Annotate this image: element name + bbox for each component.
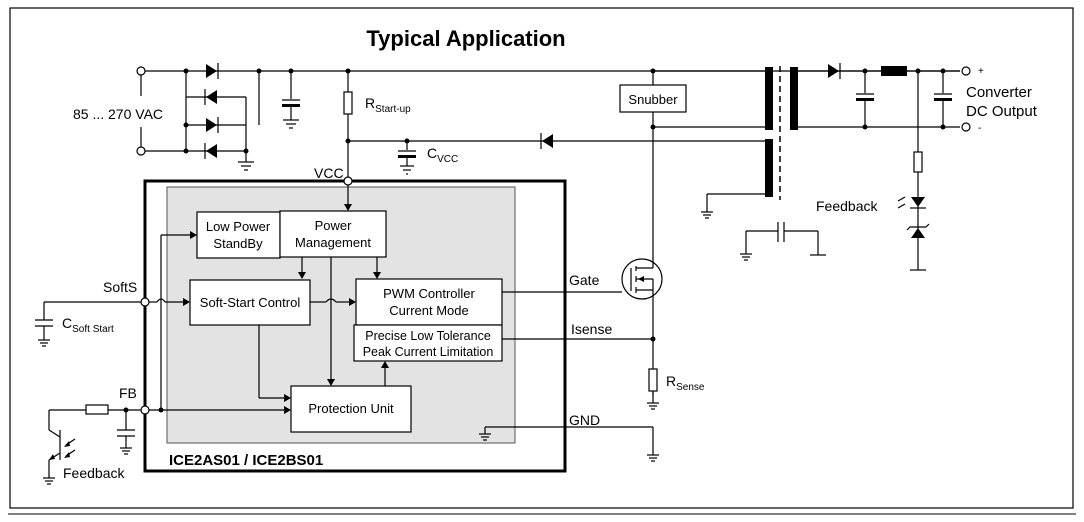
svg-text:CSoft Start: CSoft Start	[62, 315, 114, 335]
snubber: Snubber	[619, 68, 687, 257]
block-peak-current-limitation: Precise Low Tolerance Peak Current Limit…	[353, 324, 503, 362]
svg-text:Peak Current Limitation: Peak Current Limitation	[363, 345, 494, 359]
output-minus: -	[978, 123, 981, 134]
rsense-sub: Sense	[676, 382, 705, 393]
svg-text:Current Mode: Current Mode	[389, 303, 468, 318]
feedback-left-label: Feedback	[63, 465, 125, 481]
block-pwm-controller: PWM Controller Current Mode	[355, 278, 503, 326]
rstartup-sub: Start-up	[375, 104, 411, 115]
chip-name: ICE2AS01 / ICE2BS01	[169, 452, 323, 469]
dc-output-label: DC Output	[966, 103, 1038, 120]
secondary-output: + - Converter DC Output Feedback	[798, 63, 1038, 271]
feedback-right-label: Feedback	[816, 198, 878, 214]
vcc-aux-winding-path: CVCC	[348, 133, 770, 175]
svg-text:StandBy: StandBy	[213, 236, 263, 251]
svg-text:CVCC: CVCC	[427, 145, 458, 165]
isense-label: Isense	[571, 321, 612, 337]
gnd-pin: GND	[479, 412, 659, 462]
bridge-rectifier	[145, 63, 960, 171]
rstartup-label: R	[365, 95, 375, 111]
block-soft-start-control: Soft-Start Control	[189, 279, 311, 326]
startup-resistor: RStart-up	[343, 68, 411, 177]
svg-text:Power: Power	[315, 218, 353, 233]
svg-text:Low Power: Low Power	[206, 219, 271, 234]
transformer	[653, 66, 798, 219]
block-low-power-standby: Low Power StandBy	[196, 211, 281, 259]
csoft-sub: Soft Start	[72, 324, 114, 335]
softs-label: SoftS	[103, 279, 137, 295]
y-capacitor	[740, 222, 826, 261]
gate-label: Gate	[569, 272, 600, 288]
svg-text:Soft-Start Control: Soft-Start Control	[200, 295, 301, 310]
rsense-resistor: RSense	[647, 368, 705, 410]
vac-label: 85 ... 270 VAC	[73, 106, 163, 122]
svg-text:Precise Low Tolerance: Precise Low Tolerance	[365, 329, 491, 343]
fb-pin: FB Feedback	[43, 385, 291, 485]
rsense-label: R	[666, 373, 676, 389]
internal-wiring	[160, 231, 389, 410]
cvcc-label: C	[427, 145, 437, 161]
page-title: Typical Application	[366, 26, 565, 51]
svg-text:RStart-up: RStart-up	[365, 95, 411, 115]
fb-label: FB	[119, 385, 137, 401]
gnd-label: GND	[569, 412, 600, 428]
svg-text:Protection Unit: Protection Unit	[308, 401, 394, 416]
ac-input: 85 ... 270 VAC	[73, 66, 163, 156]
svg-text:Management: Management	[295, 235, 371, 250]
softs-pin: SoftS CSoft Start	[35, 279, 190, 347]
block-power-management: Power Management	[279, 210, 387, 258]
vcc-pin: VCC	[314, 165, 353, 211]
snubber-label: Snubber	[628, 92, 678, 107]
svg-text:RSense: RSense	[666, 373, 705, 393]
vcc-label: VCC	[314, 165, 344, 181]
converter-label: Converter	[966, 84, 1032, 101]
block-protection-unit: Protection Unit	[290, 385, 412, 433]
svg-text:PWM Controller: PWM Controller	[383, 286, 475, 301]
csoft-label: C	[62, 315, 72, 331]
gate-pin: Gate	[502, 272, 622, 293]
isense-pin: Isense	[502, 321, 653, 340]
cvcc-sub: VCC	[437, 154, 458, 165]
outer-frame	[9, 7, 1074, 509]
bulk-capacitor	[282, 68, 300, 129]
output-plus: +	[978, 66, 984, 77]
